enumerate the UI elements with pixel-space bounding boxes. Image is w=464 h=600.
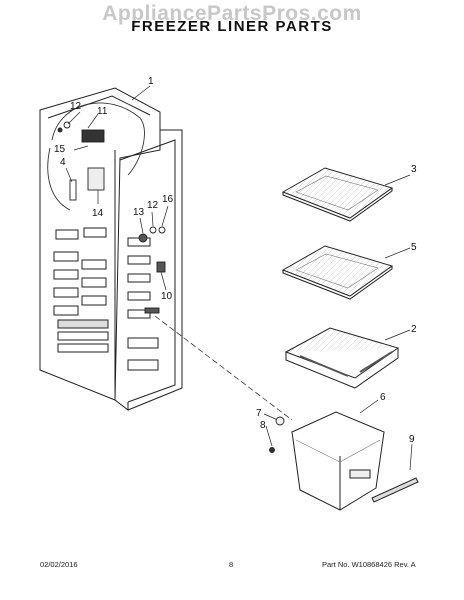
page-title: FREEZER LINER PARTS — [131, 18, 333, 35]
callout-4: 4 — [60, 157, 66, 168]
callout-15: 15 — [54, 144, 66, 155]
callout-5: 5 — [411, 242, 417, 253]
callout-7: 7 — [256, 408, 262, 419]
glass-shelf-middle — [281, 245, 394, 300]
callout-12-right: 12 — [147, 200, 159, 211]
footer-date: 02/02/2016 — [40, 560, 78, 569]
callout-11: 11 — [97, 106, 108, 117]
callout-8: 8 — [260, 420, 266, 431]
leader-lines — [65, 85, 413, 471]
callout-1: 1 — [148, 76, 154, 87]
callout-14: 14 — [92, 208, 104, 219]
footer-part-number: Part No. W10868426 Rev. A — [322, 560, 416, 569]
gasket-strip — [371, 477, 419, 503]
glass-shelf-upper — [281, 167, 394, 222]
freezer-liner — [39, 87, 183, 411]
watermark: AppliancePartsPros.com — [102, 2, 362, 25]
callout-2: 2 — [411, 324, 417, 335]
crisper-drawer — [290, 411, 386, 511]
callout-9: 9 — [409, 434, 415, 445]
callout-13: 13 — [133, 207, 145, 218]
liner-small-parts — [57, 121, 166, 314]
callout-16: 16 — [162, 194, 174, 205]
callout-6: 6 — [380, 392, 386, 403]
footer-page-number: 8 — [229, 560, 234, 569]
callout-10: 10 — [161, 291, 173, 302]
callout-3: 3 — [411, 164, 417, 175]
crisper-hardware — [269, 416, 285, 453]
framed-shelf — [284, 327, 400, 389]
callout-12-left: 12 — [70, 101, 82, 112]
